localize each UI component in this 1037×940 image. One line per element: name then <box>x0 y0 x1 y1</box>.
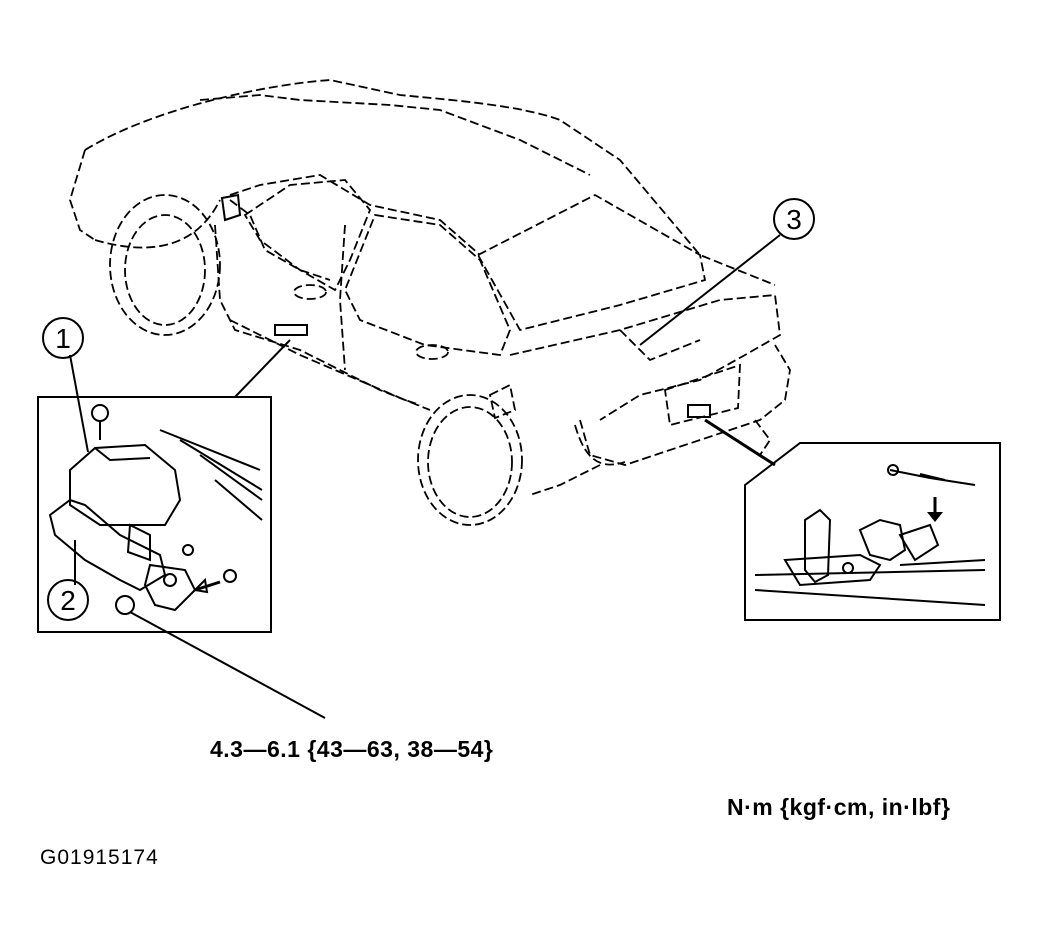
torque-leader-line <box>129 611 326 719</box>
car-body-outline <box>69 79 791 496</box>
callout-2-label: 2 <box>60 585 76 616</box>
callout-1: 1 <box>42 317 84 359</box>
callout-3: 3 <box>639 198 815 346</box>
front-wheel <box>109 194 221 336</box>
callout-3-label: 3 <box>786 204 802 235</box>
figure-id: G01915174 <box>40 846 159 869</box>
callout-2: 2 <box>47 579 89 621</box>
inset-left-hinge <box>37 324 308 633</box>
units-note: N·m {kgf·cm, in·lbf} <box>727 794 951 820</box>
torque-spec-label: 4.3—6.1 {43—63, 38—54} <box>210 736 494 762</box>
rear-wheel <box>417 394 523 526</box>
callout-1-label: 1 <box>55 323 71 354</box>
inset-right-latch <box>687 404 1001 621</box>
side-mirror <box>220 193 242 222</box>
